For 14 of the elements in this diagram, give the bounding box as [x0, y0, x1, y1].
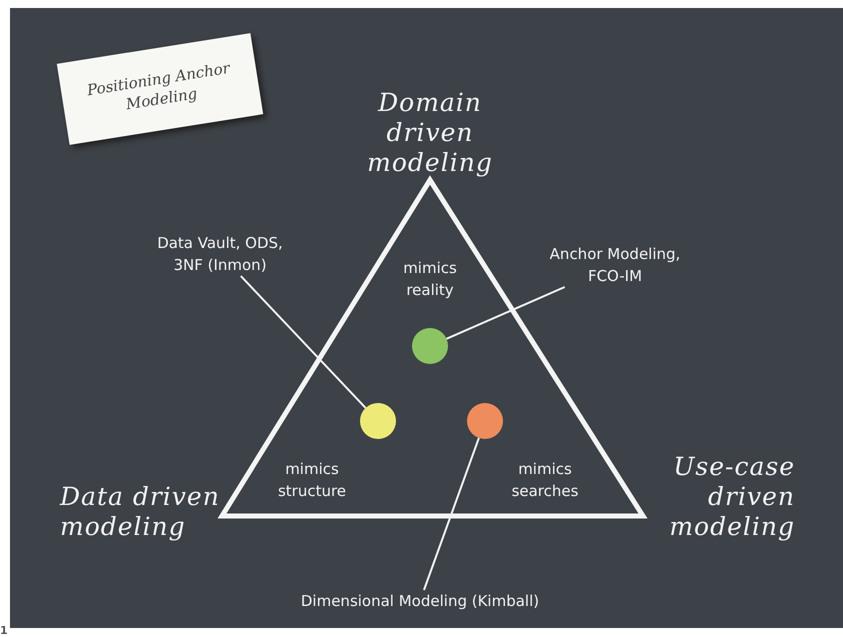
annotation-text: Dimensional Modeling (Kimball) — [290, 590, 550, 612]
leader-line — [240, 275, 366, 409]
leader-line — [446, 286, 566, 340]
zone-label: mimics structure — [276, 459, 348, 502]
annotation-text: Data Vault, ODS, 3NF (Inmon) — [150, 232, 290, 276]
page-number: 1 — [0, 623, 9, 637]
corner-heading: Data driven modeling — [60, 482, 221, 542]
zone-label: mimics reality — [402, 258, 458, 301]
corner-heading: Domain driven modeling — [366, 88, 494, 178]
leader-line — [423, 438, 480, 590]
zone-label: mimics searches — [510, 459, 580, 502]
corner-heading: Use-case driven modeling — [668, 452, 795, 542]
annotation-text: Anchor Modeling, FCO-IM — [530, 243, 700, 287]
title-text: Positioning Anchor Modeling — [84, 58, 232, 116]
